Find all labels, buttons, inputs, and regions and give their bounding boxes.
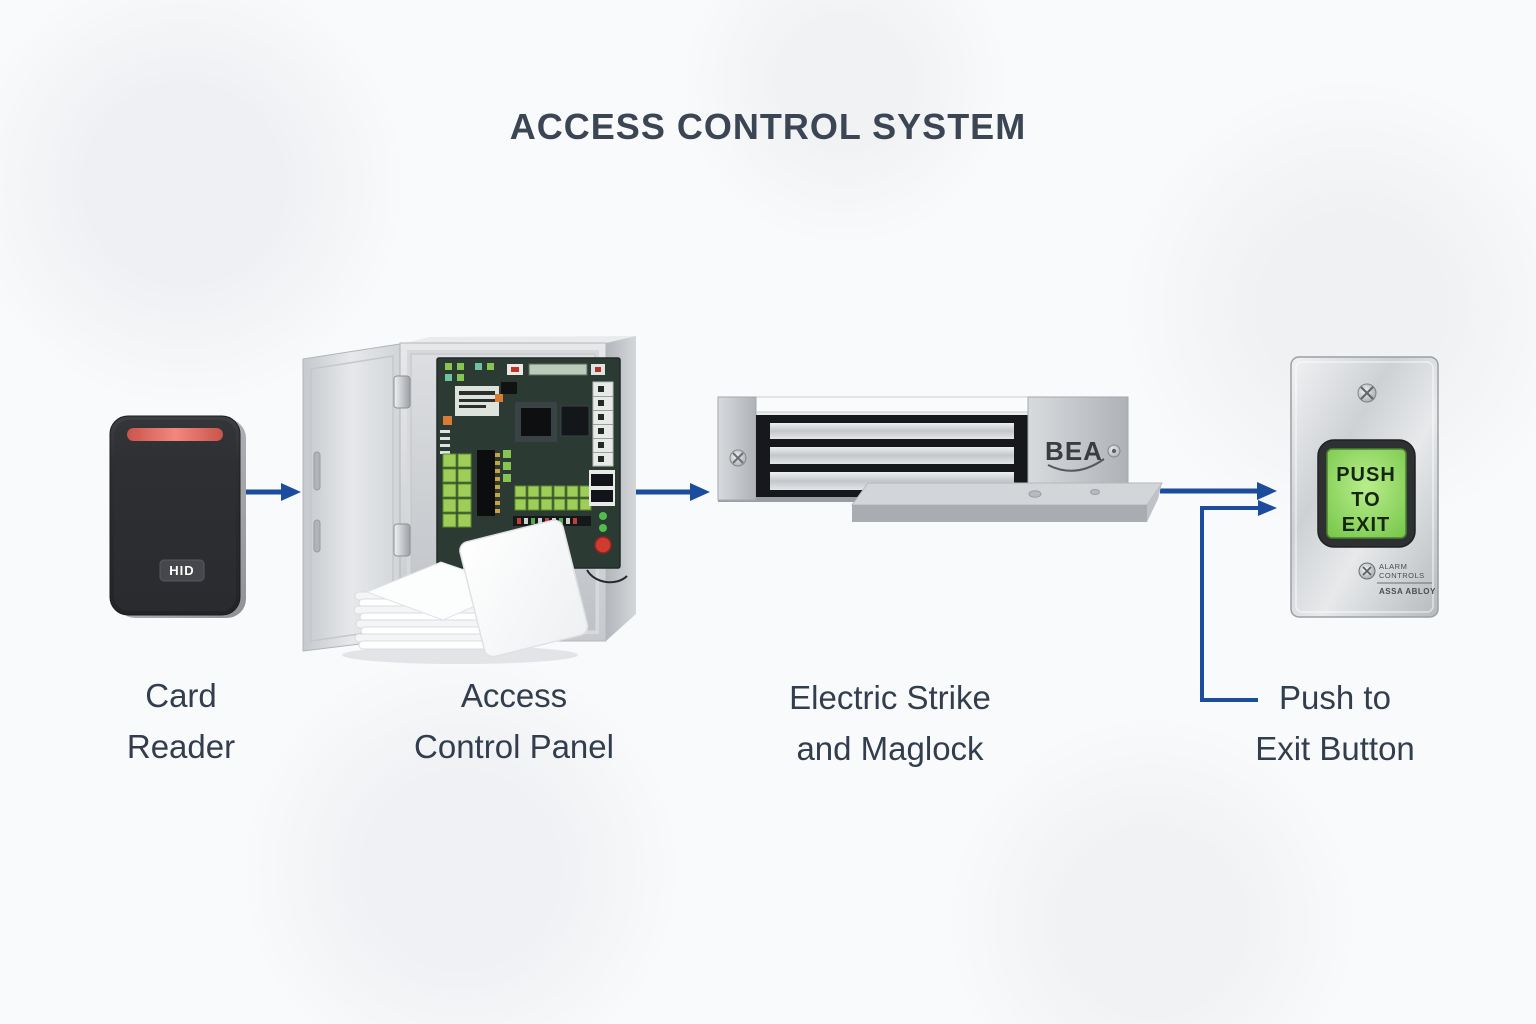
armature-plate bbox=[851, 482, 1163, 522]
door-hinge bbox=[393, 523, 411, 557]
label-line: Card bbox=[145, 677, 217, 714]
enclosure-top-face bbox=[400, 336, 636, 344]
label-line: Electric Strike bbox=[789, 679, 991, 716]
label-line: and Maglock bbox=[796, 730, 984, 767]
arrow-reader-to-panel bbox=[245, 483, 301, 501]
status-led bbox=[599, 524, 607, 532]
label-access-control-panel: Access Control Panel bbox=[354, 670, 674, 772]
door-handle-slot bbox=[313, 451, 321, 491]
svg-text:ALARM: ALARM bbox=[1379, 562, 1407, 571]
card-stack bbox=[342, 519, 589, 664]
svg-text:PUSH: PUSH bbox=[1336, 464, 1396, 486]
card-reader-image: HID bbox=[109, 415, 246, 618]
label-line: Push to bbox=[1279, 679, 1391, 716]
terminal-blocks bbox=[442, 453, 472, 528]
exit-plate-bevel bbox=[1295, 361, 1434, 613]
svg-text:TO: TO bbox=[1351, 489, 1380, 511]
label-line: Access bbox=[460, 677, 568, 714]
hid-badge bbox=[159, 559, 205, 582]
jumper-blocks bbox=[514, 485, 592, 511]
panel-door bbox=[302, 343, 411, 652]
arrow-exit-label-connector bbox=[1200, 500, 1277, 702]
hid-logo: HID bbox=[169, 563, 194, 578]
svg-text:ASSA ABLOY: ASSA ABLOY bbox=[1379, 587, 1436, 596]
leaning-card bbox=[459, 519, 589, 658]
svg-text:CONTROLS: CONTROLS bbox=[1379, 571, 1425, 580]
arrow-maglock-to-exit bbox=[1160, 482, 1277, 500]
maglock-left-cap bbox=[717, 396, 757, 501]
alarm-controls-logo: ALARM CONTROLS ASSA ABLOY bbox=[1358, 562, 1436, 596]
page-title: ACCESS CONTROL SYSTEM bbox=[509, 106, 1027, 147]
exit-button-image: PUSH TO EXIT ALARM CONTROLS ASSA ABLOY bbox=[1290, 356, 1439, 618]
label-line: Exit Button bbox=[1255, 730, 1415, 767]
reset-button bbox=[594, 536, 612, 554]
reader-led-bar bbox=[127, 428, 223, 441]
status-led bbox=[599, 512, 607, 520]
label-push-to-exit: Push to Exit Button bbox=[1225, 672, 1445, 774]
door-hinge bbox=[393, 375, 411, 409]
controller-pcb bbox=[436, 357, 628, 599]
bea-logo: BEA bbox=[1045, 436, 1103, 466]
exit-button-text: PUSH TO EXIT bbox=[1336, 464, 1396, 536]
magnet-strip bbox=[770, 447, 1014, 464]
maglock-image: BEA bbox=[717, 396, 1163, 522]
label-electric-strike-maglock: Electric Strike and Maglock bbox=[730, 672, 1050, 774]
magnet-strip bbox=[770, 423, 1014, 439]
door-handle-slot bbox=[313, 519, 321, 553]
label-line: Reader bbox=[126, 728, 236, 765]
label-card-reader: Card Reader bbox=[66, 670, 296, 772]
svg-text:EXIT: EXIT bbox=[1342, 514, 1390, 536]
reader-face bbox=[114, 420, 236, 611]
bea-swoosh bbox=[1047, 458, 1105, 472]
arrow-panel-to-maglock bbox=[633, 483, 710, 501]
exit-button-face[interactable] bbox=[1326, 448, 1407, 539]
label-line: Control Panel bbox=[414, 728, 614, 765]
access-control-panel-image bbox=[302, 336, 636, 664]
